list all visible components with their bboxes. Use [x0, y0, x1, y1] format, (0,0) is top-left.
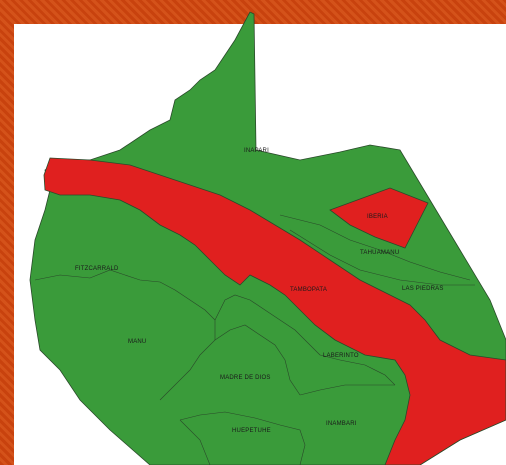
region-red-band[interactable] — [43, 157, 506, 465]
border-huepetuhe-west — [179, 419, 211, 465]
border-fitzcarrald-manu — [34, 269, 216, 321]
label-laberinto: LABERINTO — [323, 353, 359, 359]
label-fitzcarrald: FITZCARRALD — [75, 266, 119, 272]
border-madre-de-dios — [214, 324, 301, 396]
label-iberia: IBERIA — [367, 214, 388, 220]
label-huepetuhe: HUEPETUHE — [232, 428, 271, 434]
border-huepetuhe — [179, 411, 306, 465]
border-manu-south — [159, 320, 216, 401]
border-las-piedras — [289, 229, 475, 286]
border-inambari — [299, 384, 395, 396]
label-madre-de-dios: MADRE DE DIOS — [220, 375, 271, 381]
label-manu: MANU — [128, 339, 147, 345]
label-inapari: INAPARI — [244, 148, 269, 154]
border-manu-east — [214, 294, 321, 356]
label-inambari: INAMBARI — [326, 421, 357, 427]
label-las-piedras: LAS PIEDRAS — [402, 286, 444, 292]
border-tahuamanu — [279, 214, 471, 281]
label-tambopata: TAMBOPATA — [290, 287, 328, 293]
region-iberia[interactable] — [329, 187, 429, 249]
border-laberinto — [319, 354, 396, 386]
district-borders — [34, 214, 475, 465]
label-tahuamanu: TAHUAMANU — [360, 250, 400, 256]
